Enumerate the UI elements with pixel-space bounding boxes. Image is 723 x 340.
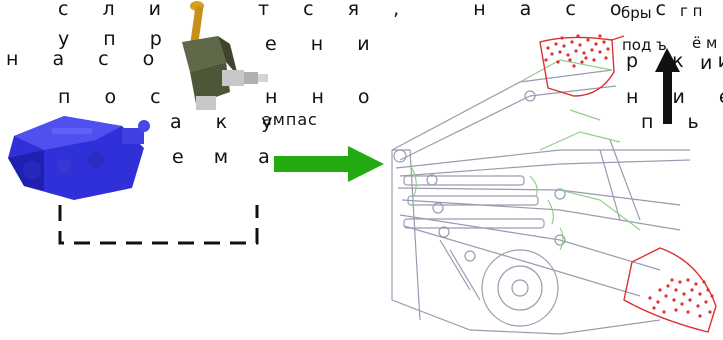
text-line-8: а к у bbox=[170, 111, 287, 133]
text-line-10: р к и bbox=[626, 50, 723, 72]
overlap-label-right-b: г п bbox=[680, 2, 703, 20]
text-line-12: п ь bbox=[641, 111, 713, 133]
text-line-2: т с я , н а с о с bbox=[258, 0, 680, 20]
text-line-6: п о с bbox=[58, 86, 175, 108]
hydraulic-pump-icon bbox=[8, 116, 150, 200]
text-line-3: у п р bbox=[58, 28, 176, 50]
text-line-1: с л и bbox=[58, 0, 176, 20]
overlap-label-center: ампа bbox=[262, 110, 309, 129]
overlap-label-right-mid: и bbox=[700, 52, 713, 74]
overlap-label-right-a: бры bbox=[621, 4, 652, 22]
text-line-11: н и е bbox=[626, 86, 723, 108]
text-line-5: н а с о bbox=[6, 48, 169, 70]
joystick-valve-icon bbox=[182, 1, 268, 110]
overlap-label-right-d: ё м bbox=[692, 34, 718, 52]
text-line-4: е н и bbox=[265, 33, 384, 55]
overlap-label-right-c: под ъ bbox=[622, 36, 667, 54]
overlap-label-center-tail: с bbox=[308, 110, 318, 129]
text-line-7: н н о bbox=[265, 86, 384, 108]
